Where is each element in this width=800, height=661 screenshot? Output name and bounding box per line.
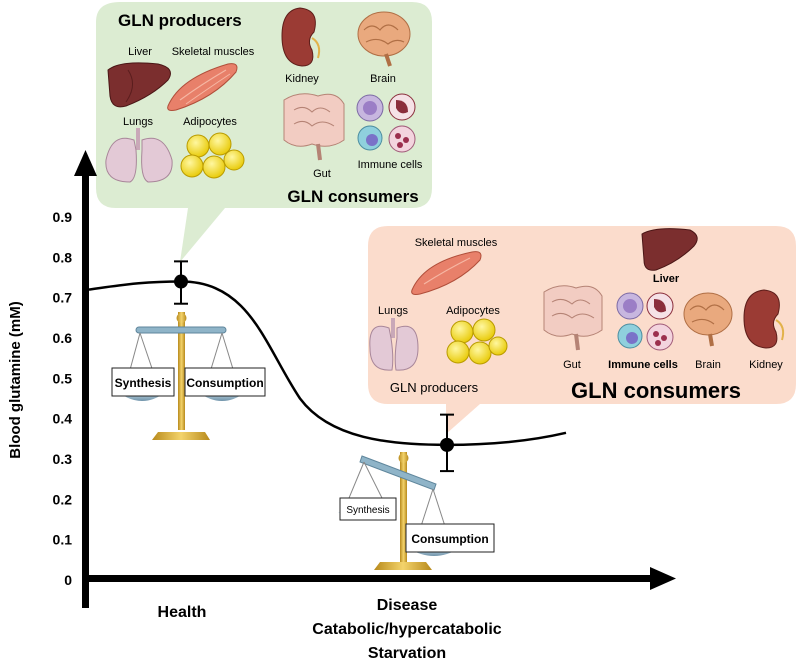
disease-consumption-box xyxy=(405,523,495,553)
y-tick-label: 0.9 xyxy=(53,209,73,225)
data-point-disease xyxy=(440,437,454,452)
y-tick-label: 0 xyxy=(64,572,72,588)
health-brain-label: Brain xyxy=(370,73,396,85)
disease-gut-icon xyxy=(543,285,603,351)
immune-cells-icon xyxy=(356,93,416,153)
disease-lungs-label: Lungs xyxy=(378,305,408,317)
x-label-catabolic: Catabolic/hypercatabolic xyxy=(312,621,501,638)
lungs-icon xyxy=(105,128,173,183)
y-tick-label: 0.2 xyxy=(53,491,73,507)
kidney-icon xyxy=(281,7,321,67)
health-consumption-label: Consumption xyxy=(186,376,263,390)
y-tick-label: 0.6 xyxy=(53,330,73,346)
y-tick-label: 0.3 xyxy=(53,451,73,467)
disease-immune-cells-icon xyxy=(616,292,674,351)
gut-icon xyxy=(283,93,345,161)
health-callout: GLN producers Liver Skeletal muscles Lun… xyxy=(96,2,432,262)
disease-callout: Skeletal muscles Lungs Adipocytes GLN pr… xyxy=(368,226,796,434)
disease-skeletal-muscle-icon xyxy=(411,251,482,295)
brain-icon xyxy=(357,11,411,67)
health-lungs-label: Lungs xyxy=(123,116,153,128)
data-point-health xyxy=(174,274,188,289)
disease-liver-icon xyxy=(641,228,698,271)
health-kidney-label: Kidney xyxy=(285,73,319,85)
chart-axes xyxy=(74,150,676,608)
health-gut-label: Gut xyxy=(313,168,331,180)
y-tick-label: 0.8 xyxy=(53,249,73,265)
disease-producers-title: GLN producers xyxy=(390,380,479,395)
disease-kidney-icon xyxy=(743,289,785,349)
health-producers-title: GLN producers xyxy=(118,11,242,30)
disease-liver-label: Liver xyxy=(653,273,680,285)
x-axis-line xyxy=(84,575,654,582)
health-consumption-box xyxy=(184,367,266,397)
disease-lungs-icon xyxy=(369,318,419,371)
disease-brain-label: Brain xyxy=(695,359,721,371)
y-axis-arrow xyxy=(74,150,97,176)
y-tick-label: 0.1 xyxy=(53,532,73,548)
disease-balance-scale: Synthesis Consumption xyxy=(338,452,495,570)
disease-immune-label: Immune cells xyxy=(608,359,678,371)
y-tick-label: 0.5 xyxy=(53,370,73,386)
y-tick-labels: 0 0.1 0.2 0.3 0.4 0.5 0.6 0.7 0.8 0.9 xyxy=(53,209,73,588)
disease-consumption-label: Consumption xyxy=(411,532,488,546)
health-synthesis-box xyxy=(111,367,175,397)
health-balance-scale: Synthesis Consumption xyxy=(111,312,266,440)
disease-synthesis-box xyxy=(339,497,397,521)
disease-kidney-label: Kidney xyxy=(749,359,783,371)
disease-adipocytes-label: Adipocytes xyxy=(446,305,500,317)
liver-icon xyxy=(107,62,171,108)
disease-synthesis-label: Synthesis xyxy=(346,505,389,516)
glutamine-curve xyxy=(88,280,567,447)
x-label-health: Health xyxy=(158,604,207,621)
health-skeletal-label: Skeletal muscles xyxy=(172,46,255,58)
disease-adipocytes-icon xyxy=(446,318,508,365)
health-liver-label: Liver xyxy=(128,46,152,58)
disease-skeletal-label: Skeletal muscles xyxy=(415,237,498,249)
y-axis-line xyxy=(82,172,89,608)
data-points xyxy=(174,274,454,452)
health-consumers-title: GLN consumers xyxy=(287,187,418,206)
x-axis-arrow xyxy=(650,567,676,590)
disease-gut-label: Gut xyxy=(563,359,581,371)
disease-consumers-title: GLN consumers xyxy=(571,378,741,403)
adipocytes-icon xyxy=(180,132,245,179)
x-label-starvation: Starvation xyxy=(368,645,446,661)
health-adipocytes-label: Adipocytes xyxy=(183,116,237,128)
y-tick-label: 0.4 xyxy=(53,411,73,427)
health-callout-bubble xyxy=(96,2,432,262)
x-label-disease: Disease xyxy=(377,597,438,614)
y-tick-label: 0.7 xyxy=(53,290,73,306)
y-axis-label: Blood glutamine (mM) xyxy=(7,301,24,459)
health-synthesis-label: Synthesis xyxy=(115,376,172,390)
health-immune-label: Immune cells xyxy=(358,159,423,171)
skeletal-muscle-icon xyxy=(167,63,238,111)
disease-brain-icon xyxy=(683,292,733,347)
